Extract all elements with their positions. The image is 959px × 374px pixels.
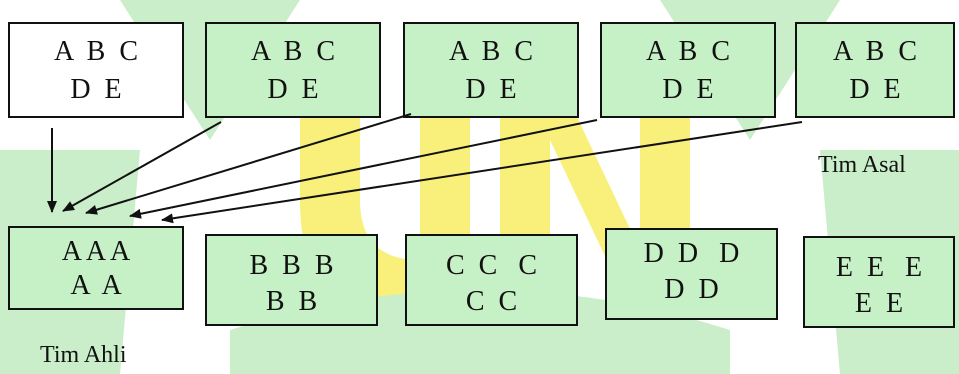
tim-asal-label: Tim Asal [818,152,906,179]
arrow-5 [162,122,802,220]
tim-ahli-label: Tim Ahli [40,342,127,369]
arrow-2 [63,122,221,211]
arrow-3 [86,114,411,213]
